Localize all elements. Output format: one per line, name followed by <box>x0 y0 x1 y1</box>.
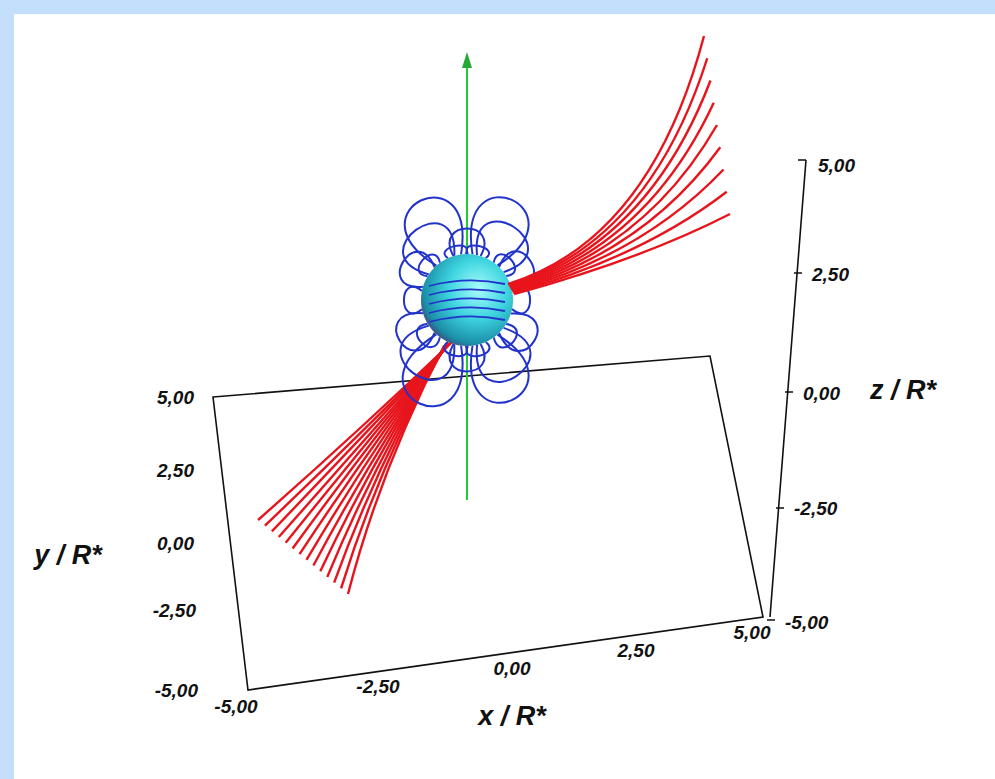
field-loop <box>404 287 422 314</box>
field-lines-closed <box>396 197 537 406</box>
field-loop <box>429 289 505 295</box>
open-field-line <box>513 170 724 292</box>
field-loop <box>429 307 505 313</box>
z-tick: 5,00 <box>818 156 855 175</box>
z-tick: 0,00 <box>803 384 840 403</box>
field-loop <box>429 316 505 322</box>
open-field-line <box>509 58 708 285</box>
axis-title: y / R* <box>34 542 102 569</box>
axis-title: z / R* <box>870 377 936 404</box>
open-field-line <box>510 103 714 288</box>
z-tick: 2,50 <box>812 265 849 284</box>
z-tick: -2,50 <box>794 499 837 518</box>
open-field-line <box>510 81 711 287</box>
field-lines-open <box>508 36 730 294</box>
open-field-line <box>341 346 445 589</box>
x-tick: 2,50 <box>618 641 655 660</box>
field-lines-open <box>258 342 452 594</box>
field-loop <box>429 280 505 286</box>
y-tick: -2,50 <box>153 601 196 620</box>
open-field-line <box>265 342 451 525</box>
axis-title: x / R* <box>478 703 546 730</box>
base-plane <box>213 160 806 690</box>
open-field-line <box>348 346 444 594</box>
y-tick: 5,00 <box>157 388 194 407</box>
star-sphere <box>421 254 513 346</box>
field-loop <box>429 298 505 304</box>
y-tick: 0,00 <box>157 534 194 553</box>
x-tick: -2,50 <box>356 677 399 696</box>
open-field-line <box>514 214 730 294</box>
y-tick: -5,00 <box>155 681 198 700</box>
open-field-line <box>258 342 452 520</box>
open-field-line <box>513 192 727 293</box>
x-tick: -5,00 <box>214 697 257 716</box>
z-tick: -5,00 <box>785 613 828 632</box>
y-tick: 2,50 <box>157 461 194 480</box>
x-tick: 0,00 <box>494 659 531 678</box>
x-tick: 5,00 <box>734 623 771 642</box>
field-lines-surface <box>429 280 505 322</box>
